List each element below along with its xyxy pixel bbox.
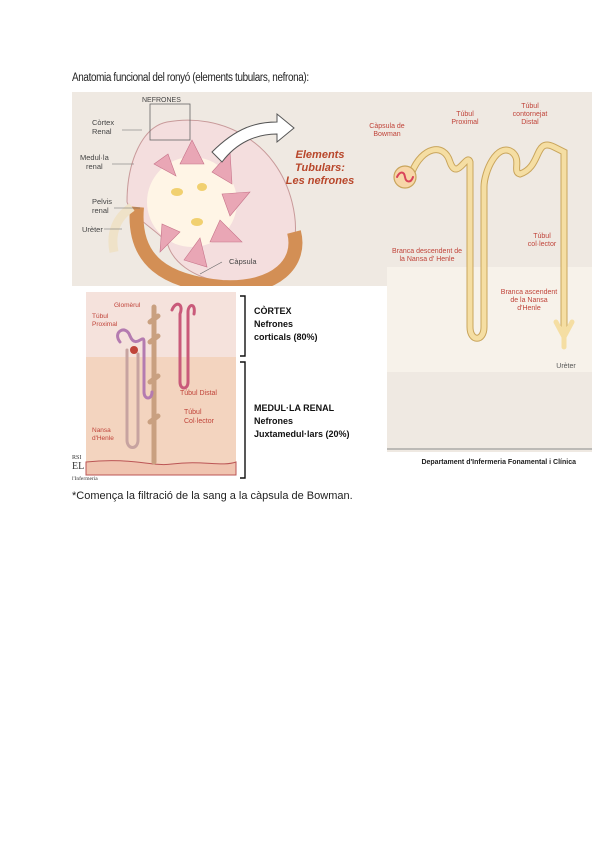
- nephron-figure: NEFRONES Còrtex Renal Medul·la renal Pel…: [72, 92, 592, 482]
- label-bowman-1: Càpsula de: [369, 123, 405, 130]
- label-distal-3: Distal: [521, 119, 539, 126]
- logo-mid: EL: [72, 461, 84, 472]
- zone-label-collector-1: Túbul: [184, 409, 202, 416]
- zone-label-glomerul: Glomèrul: [114, 302, 141, 309]
- zone-label-nansa-1: Nansa: [92, 427, 111, 434]
- label-collector-2: col·lector: [528, 241, 557, 248]
- title-line-3: Les nefrones: [286, 175, 354, 187]
- label-proximal-2: Proximal: [451, 119, 479, 126]
- zone-label-nansa-2: d'Henle: [92, 435, 114, 442]
- zone-label-collector-2: Col·lector: [184, 418, 215, 425]
- label-cortex-1: Còrtex: [92, 118, 114, 127]
- footnote: *Comença la filtració de la sang a la cà…: [72, 490, 353, 502]
- cortex-box-line-3: corticals (80%): [254, 332, 318, 342]
- label-ascending-3: d'Henle: [517, 305, 541, 312]
- cortex-box-line-2: Nefrones: [254, 319, 293, 329]
- label-ureter: Urèter: [82, 225, 103, 234]
- department-label: Departament d'Infermeria Fonamental i Cl…: [421, 459, 576, 466]
- label-ascending-2: de la Nansa: [510, 297, 547, 304]
- label-distal-2: contornejat: [513, 111, 548, 118]
- label-collector-1: Túbul: [533, 233, 551, 240]
- zone-label-proximal-2: Proximal: [92, 321, 118, 328]
- label-nefrones: NEFRONES: [142, 97, 181, 104]
- label-proximal-1: Túbul: [456, 111, 474, 118]
- cortex-box-title: CÒRTEX: [254, 305, 292, 316]
- label-capsule: Càpsula: [229, 257, 257, 266]
- label-medulla-2: renal: [86, 162, 103, 171]
- section-heading: Anatomia funcional del ronyó (elements t…: [72, 72, 309, 84]
- label-cortex-2: Renal: [92, 127, 112, 136]
- kidney-illustration: [108, 103, 303, 295]
- cortex-zone: [86, 292, 236, 357]
- medulla-zone: [86, 357, 236, 475]
- title-line-2: Tubulars:: [295, 162, 345, 174]
- label-bowman-2: Bowman: [373, 131, 400, 138]
- zone-label-distal: Túbul Distal: [180, 390, 217, 397]
- medulla-box-title: MEDUL·LA RENAL: [254, 403, 335, 413]
- medulla-box-line-3: Juxtamedul·lars (20%): [254, 429, 350, 439]
- medulla-box-line-2: Nefrones: [254, 416, 293, 426]
- zone-label-proximal-1: Túbul: [92, 313, 109, 320]
- logo-bottom: l'Infermeria: [72, 475, 98, 482]
- label-descending-2: la Nansa d' Henle: [399, 256, 454, 263]
- title-line-1: Elements: [296, 149, 345, 161]
- label-pelvis-2: renal: [92, 206, 109, 215]
- label-ascending-1: Branca ascendent: [501, 289, 557, 296]
- label-medulla-1: Medul·la: [80, 153, 110, 162]
- label-distal-1: Túbul: [521, 103, 539, 110]
- label-descending-1: Branca descendent de: [392, 248, 462, 255]
- nephron-panel-lower: [387, 267, 592, 372]
- label-nephron-ureter: Urèter: [556, 363, 576, 370]
- label-pelvis-1: Pelvis: [92, 197, 112, 206]
- nephron-illustration: [393, 141, 575, 350]
- logo-top: RSI: [72, 455, 81, 461]
